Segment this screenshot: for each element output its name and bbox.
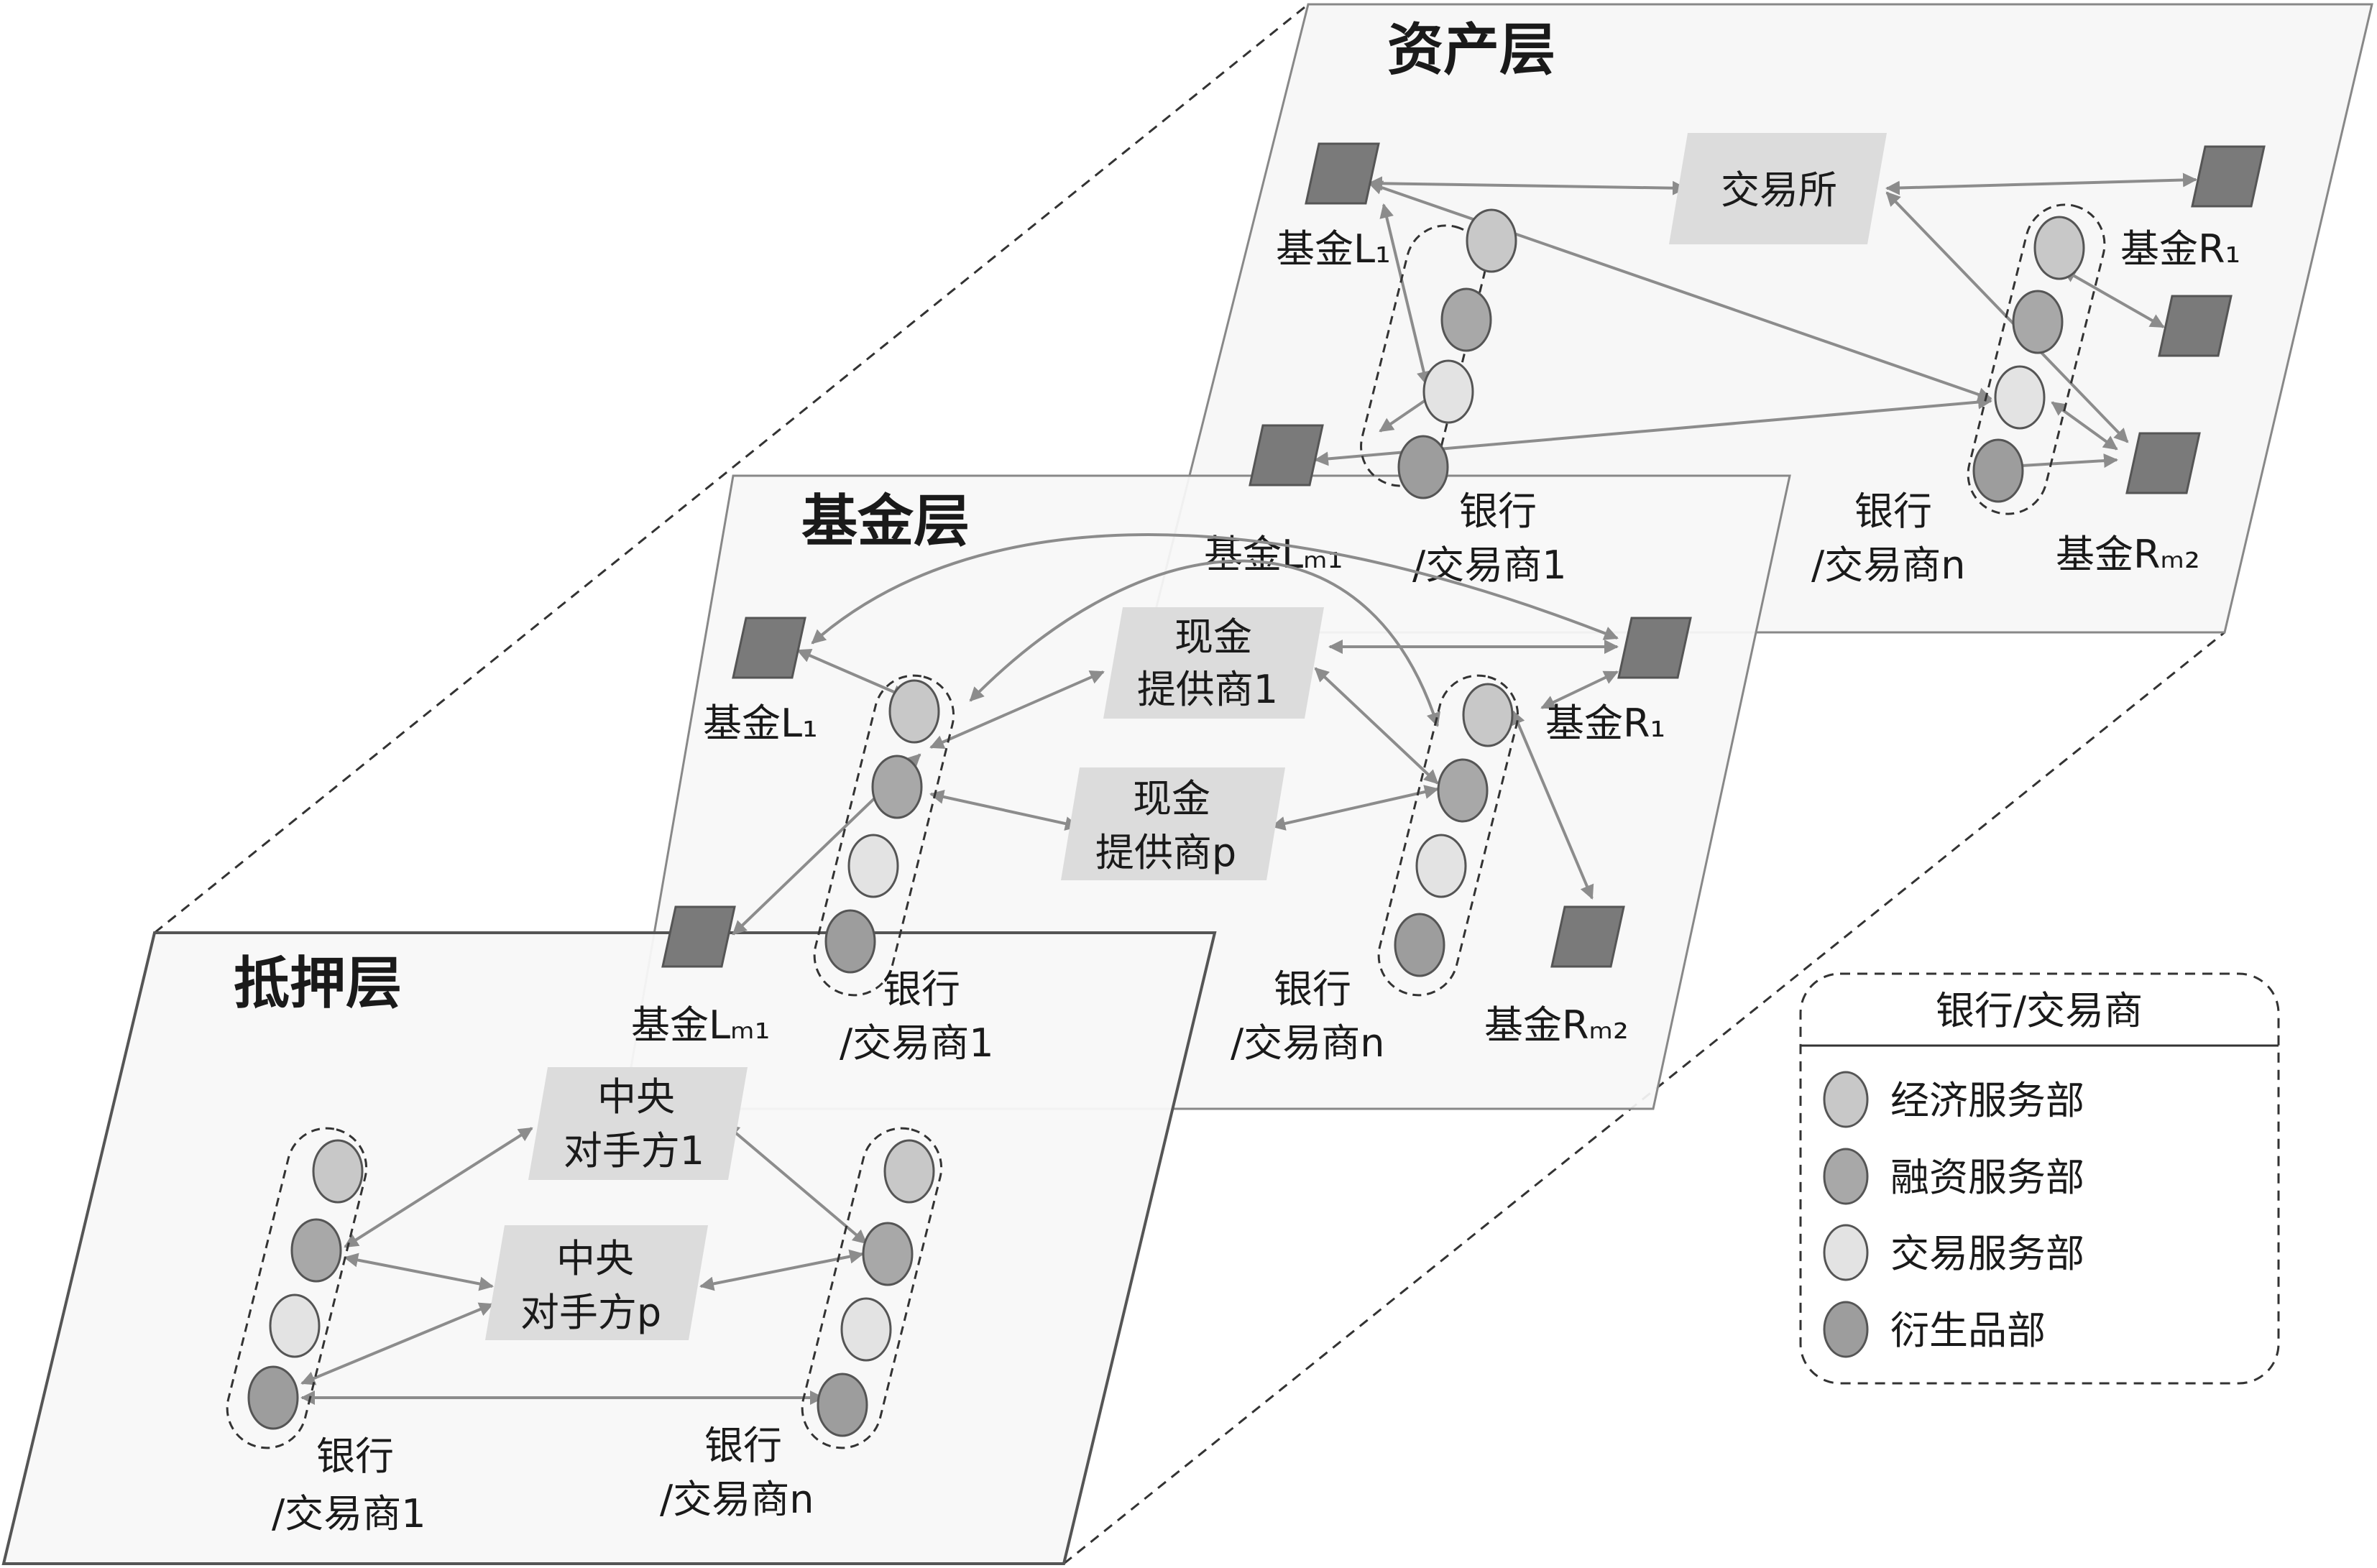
fund-fund-Lm1-node xyxy=(661,905,736,968)
collateral-bankn-label-line2: /交易商n xyxy=(660,1477,814,1522)
dept-derivatives-icon xyxy=(1394,913,1445,977)
collateral-bank1-label-line1: 银行 xyxy=(316,1434,394,1479)
legend-item-financing: 融资服务部 xyxy=(1890,1155,2084,1200)
asset-bankn-label-line2: /交易商n xyxy=(1811,543,1965,588)
cash-provider-1-box xyxy=(1103,607,1324,719)
asset-fund-R1-node xyxy=(2158,295,2233,357)
fund-fund-Rm2-label: 基金Rₘ₂ xyxy=(1484,1002,1629,1048)
asset-fund-R1-top-node xyxy=(2191,145,2266,208)
dept-economic-icon xyxy=(883,1139,935,1204)
dept-economic-icon xyxy=(1462,683,1514,747)
asset-fund-R1-label: 基金R₁ xyxy=(2120,226,2240,272)
dept-trading-icon xyxy=(840,1297,892,1362)
ccp-p-box xyxy=(485,1225,708,1340)
dept-trading-icon xyxy=(1415,834,1467,898)
cash-provider-p-label-line2: 提供商p xyxy=(1095,830,1236,875)
asset-bankn-label-line1: 银行 xyxy=(1854,489,1932,534)
fund-fund-R1-label: 基金R₁ xyxy=(1545,701,1665,746)
dept-trading-icon xyxy=(1422,359,1474,424)
cash-provider-p-box xyxy=(1061,767,1285,880)
asset-fund-nodes xyxy=(1249,142,2266,494)
asset-fund-Lm1-node xyxy=(1249,424,1324,486)
fund-arrows xyxy=(732,533,1619,936)
dept-derivatives-icon xyxy=(824,909,876,974)
collateral-arrows xyxy=(300,1123,868,1405)
cash-provider-1-label-line1: 现金 xyxy=(1174,614,1252,660)
legend-item-derivatives: 衍生品部 xyxy=(1890,1308,2046,1353)
dept-derivatives-icon xyxy=(1397,435,1449,499)
fund-bank1-label-line1: 银行 xyxy=(883,967,960,1012)
fund-fund-L1-label: 基金L₁ xyxy=(703,701,818,746)
dept-trading-icon xyxy=(847,834,899,898)
legend-item-economic: 经济服务部 xyxy=(1890,1078,2084,1123)
legend-financing-icon xyxy=(1823,1148,1869,1205)
exchange-label: 交易所 xyxy=(1721,167,1837,213)
collateral-bankn-group xyxy=(801,1127,943,1449)
collateral-layer-title: 抵押层 xyxy=(234,951,402,1016)
asset-bank1-group xyxy=(1360,208,1517,499)
fund-fund-nodes xyxy=(661,617,1692,968)
asset-fund-L1-label: 基金L₁ xyxy=(1276,226,1391,272)
cash-provider-p-label-line1: 现金 xyxy=(1133,776,1210,821)
fund-fund-Lm1-label: 基金Lₘ₁ xyxy=(631,1002,770,1048)
asset-fund-L1-node xyxy=(1305,142,1380,205)
dept-economic-icon xyxy=(312,1139,364,1204)
ccp-1-label-line1: 中央 xyxy=(597,1074,675,1120)
dept-economic-icon xyxy=(2033,216,2085,280)
asset-bankn-group xyxy=(1967,203,2106,515)
asset-bank1-label-line1: 银行 xyxy=(1459,489,1537,534)
dept-financing-icon xyxy=(862,1222,914,1286)
asset-fund-Rm2-label: 基金Rₘ₂ xyxy=(2056,532,2200,577)
dept-derivatives-icon xyxy=(247,1365,299,1430)
dept-financing-icon xyxy=(2012,290,2064,354)
dept-financing-icon xyxy=(871,755,923,819)
fund-fund-Rm2-node xyxy=(1550,905,1625,968)
legend-item-trading: 交易服务部 xyxy=(1890,1231,2084,1276)
dept-derivatives-icon xyxy=(1972,438,2024,503)
dept-financing-icon xyxy=(1440,287,1492,352)
legend-derivatives-icon xyxy=(1823,1301,1869,1358)
collateral-bank1-group xyxy=(226,1127,368,1449)
exchange-box xyxy=(1669,133,1887,244)
fund-bankn-label-line1: 银行 xyxy=(1274,967,1351,1012)
fund-bankn-label-line2: /交易商n xyxy=(1231,1020,1384,1066)
ccp-1-box xyxy=(528,1067,748,1180)
collateral-bankn-label-line1: 银行 xyxy=(704,1423,782,1468)
fund-fund-L1-node xyxy=(732,617,806,679)
fund-bank1-label-line2: /交易商1 xyxy=(840,1020,994,1066)
legend: 银行/交易商 经济服务部 融资服务部 交易服务部 衍生品部 xyxy=(1799,972,2280,1385)
legend-economic-icon xyxy=(1823,1071,1869,1128)
asset-bank1-label-line2: /交易商1 xyxy=(1412,543,1567,588)
cash-provider-1-label-line2: 提供商1 xyxy=(1137,667,1278,712)
collateral-bank1-label-line2: /交易商1 xyxy=(272,1491,426,1536)
fund-layer-title: 基金层 xyxy=(801,489,970,554)
fund-fund-R1-node xyxy=(1617,617,1692,679)
ccp-p-label-line1: 中央 xyxy=(556,1236,634,1281)
dept-economic-icon xyxy=(888,679,940,744)
dept-financing-icon xyxy=(290,1218,342,1283)
asset-layer-title: 资产层 xyxy=(1387,18,1555,83)
dept-trading-icon xyxy=(269,1293,321,1358)
ccp-1-label-line2: 对手方1 xyxy=(564,1128,704,1173)
fund-bank1-group xyxy=(813,674,955,997)
dept-trading-icon xyxy=(1994,365,2046,430)
asset-fund-Rm2-node xyxy=(2125,432,2201,494)
legend-title: 银行/交易商 xyxy=(1936,988,2143,1033)
ccp-p-label-line2: 对手方p xyxy=(520,1290,661,1335)
fund-bankn-group xyxy=(1377,674,1519,997)
dept-economic-icon xyxy=(1466,208,1517,273)
dept-financing-icon xyxy=(1437,758,1489,823)
legend-trading-icon xyxy=(1823,1224,1869,1281)
dept-derivatives-icon xyxy=(817,1373,868,1437)
